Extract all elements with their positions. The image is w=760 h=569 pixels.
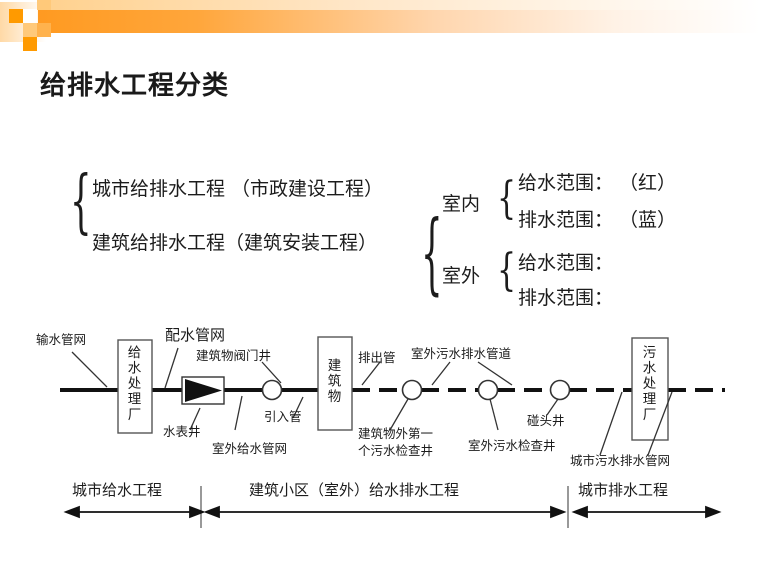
header-decoration-graphic (0, 0, 760, 51)
label-first-sewer-well-line1: 建筑物外第一 (358, 426, 434, 441)
header-square-gap (23, 9, 37, 23)
label-distribution-main: 配水管网 (165, 326, 226, 344)
leader-discharge-pipe (361, 361, 381, 386)
brace-mid-outer: { (421, 202, 443, 307)
scope-label-0: 城市给水工程 (72, 481, 163, 499)
brace-outdoor: { (497, 245, 517, 297)
label-outdoor-supply-net: 室外给水管网 (212, 441, 288, 456)
header-square-2 (23, 23, 37, 37)
classification-right-item-0: 给水范围： （红） (518, 172, 677, 194)
scope-label-1: 建筑小区（室外）给水排水工程 (249, 481, 460, 499)
leader-service-pipe (292, 396, 304, 419)
header-square-4 (37, 0, 51, 10)
leader-outdoor-sewer-duct-right (477, 361, 513, 386)
manhole-first-sewer-well (401, 379, 423, 401)
header-main-bar (38, 10, 760, 33)
label-water-meter-well: 水表井 (163, 424, 201, 439)
page-title: 给排水工程分类 (40, 71, 230, 101)
box-sewage-treatment-plant (631, 337, 669, 441)
label-outdoor-sewer-duct: 室外污水排水管道 (411, 346, 512, 361)
box-label-water-treatment-plant: 给水处理厂 (124, 345, 141, 423)
header-square-5 (37, 23, 51, 37)
label-transmission-main: 输水管网 (36, 332, 87, 347)
leader-first-sewer-well (389, 398, 409, 431)
box-building (317, 336, 353, 431)
label-first-sewer-well-line2: 个污水检查井 (358, 443, 434, 458)
label-discharge-pipe: 排出管 (358, 350, 396, 365)
label-outdoor-inspection-well: 室外污水检查井 (468, 438, 556, 453)
classification-right-item-1: 排水范围： （蓝） (518, 209, 677, 231)
leader-water-meter-well (189, 407, 201, 431)
label-junction-well: 碰头井 (527, 413, 565, 428)
manhole-junction-well (549, 379, 571, 401)
leader-outdoor-sewer-duct-left (431, 361, 451, 386)
header-square-1b (9, 9, 23, 23)
leader-transmission-main (71, 351, 108, 388)
leader-outdoor-inspection-well (489, 398, 499, 431)
classification-left-item-1: 建筑给排水工程（建筑安装工程） (92, 232, 378, 254)
slide-header: 给排水工程分类 (0, 0, 760, 120)
manhole-valve-well (261, 379, 283, 401)
label-city-sewer-network: 城市污水排水管网 (570, 453, 671, 468)
scope-arrowhead-2-right (550, 505, 567, 519)
classification-right-item-2: 给水范围： (518, 252, 614, 274)
leader-city-sewer-net-left (599, 391, 623, 456)
leader-junction-well (546, 398, 559, 416)
water-meter-triangle (185, 379, 222, 402)
brace-left-outer: { (70, 160, 92, 243)
label-building-valve-well: 建筑物阀门井 (196, 348, 272, 363)
scope-arrowhead-3-left (571, 505, 588, 519)
header-square-3 (23, 37, 37, 51)
classification-right-item-3: 排水范围： (518, 287, 614, 309)
label-service-pipe: 引入管 (264, 409, 302, 424)
header-top-bar (42, 0, 760, 12)
brace-indoor: { (497, 173, 517, 225)
leader-distribution-main (164, 347, 179, 389)
scope-arrowhead-3-right (705, 505, 722, 519)
classification-mid-item-1: 室外 (442, 265, 481, 287)
leader-city-sewer-net-right (647, 391, 673, 456)
leader-building-valve-well (261, 361, 282, 384)
scope-arrowhead-1-left (63, 505, 80, 519)
box-label-sewage-treatment-plant: 污水处理厂 (639, 345, 656, 423)
scope-label-2: 城市排水工程 (578, 481, 669, 499)
scope-arrowhead-2-left (203, 505, 220, 519)
scope-arrowhead-1-right (189, 505, 206, 519)
leader-outdoor-supply-net (234, 395, 243, 431)
classification-left-item-0: 城市给排水工程 （市政建设工程） (92, 178, 384, 200)
box-label-building: 建筑物 (324, 358, 341, 405)
classification-mid-item-0: 室内 (442, 193, 481, 215)
box-water-treatment-plant (117, 339, 153, 434)
manhole-outdoor-inspection-well (477, 379, 499, 401)
